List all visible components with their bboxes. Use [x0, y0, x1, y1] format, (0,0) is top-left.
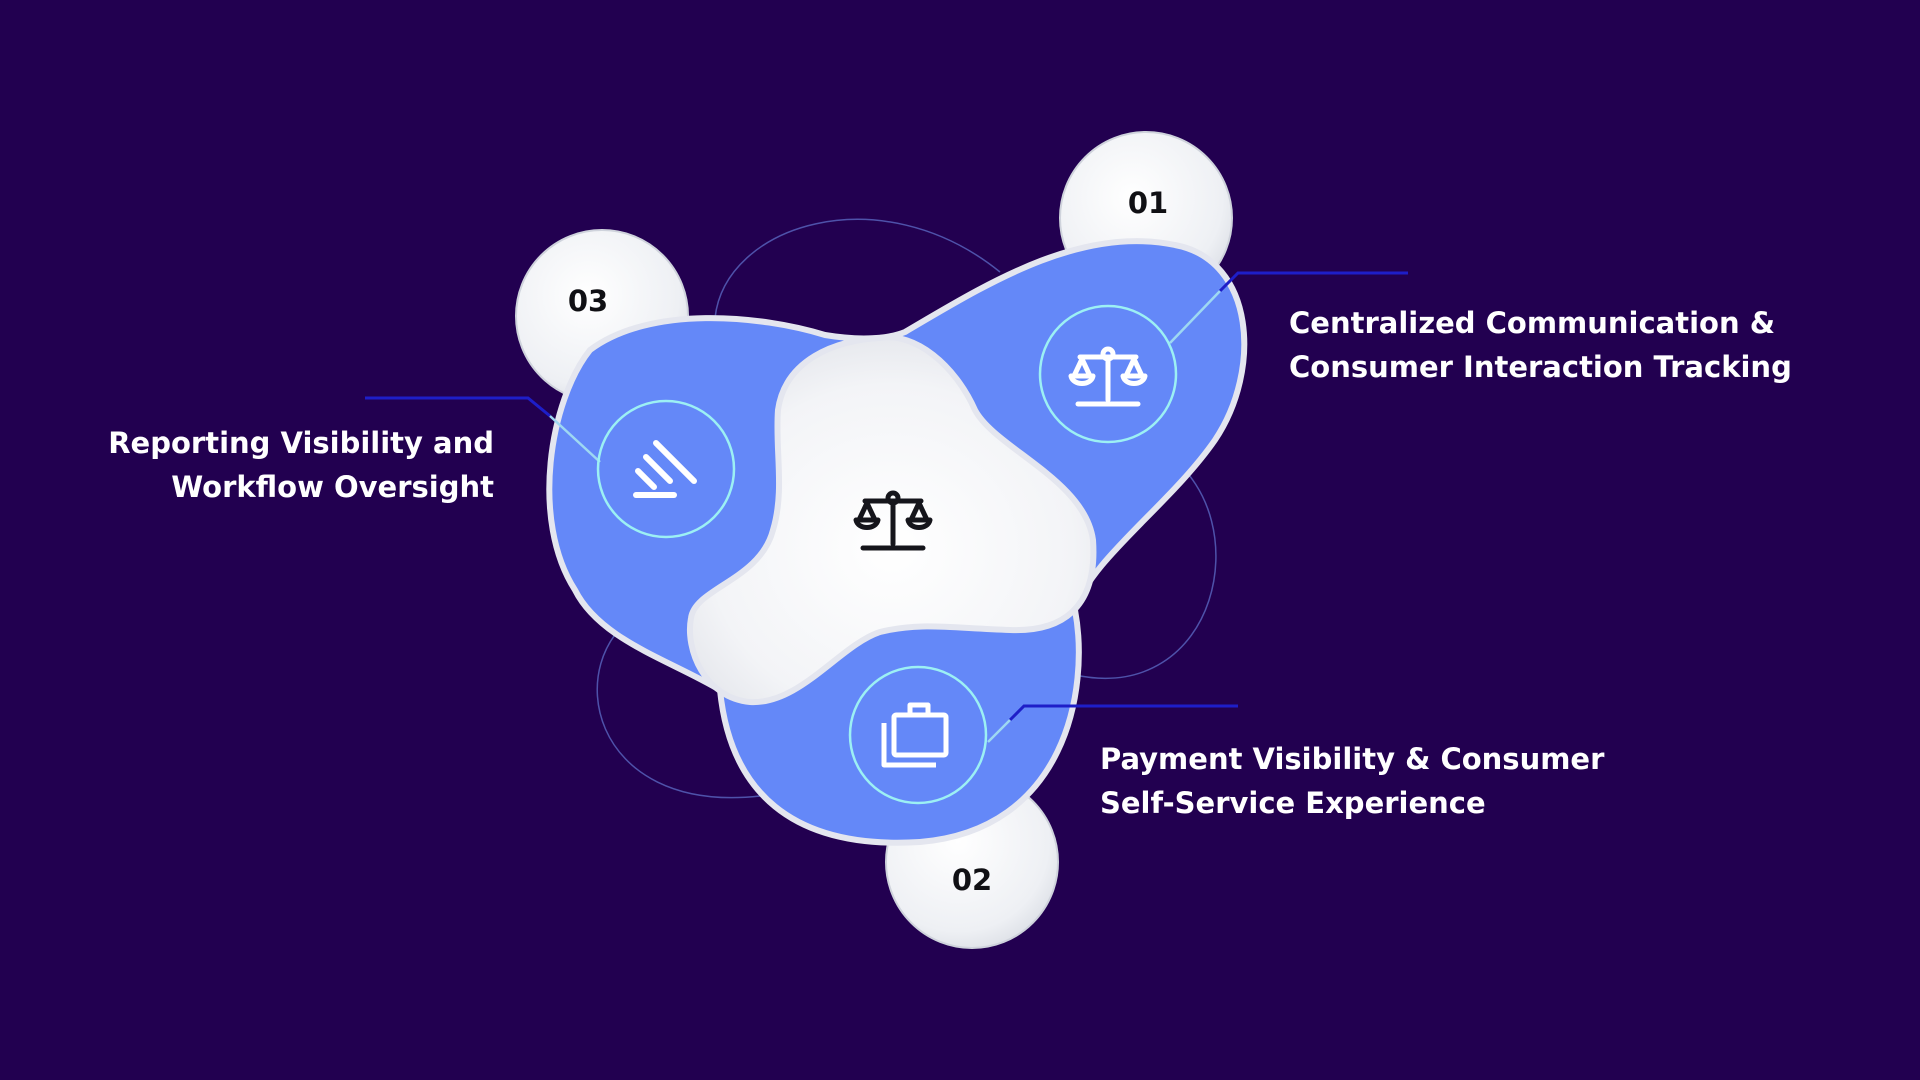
icon-ring-01 [1038, 304, 1178, 444]
feature-label-03-line2: Workflow Oversight [171, 470, 494, 504]
number-03: 03 [568, 284, 608, 318]
gavel-icon [633, 440, 697, 498]
number-02: 02 [952, 863, 992, 897]
feature-label-03: Reporting Visibility and Workflow Oversi… [108, 421, 494, 509]
feature-label-03-line1: Reporting Visibility and [108, 426, 494, 460]
connector-02 [987, 704, 1238, 743]
feature-label-01: Centralized Communication & Consumer Int… [1289, 301, 1792, 389]
feature-label-01-line2: Consumer Interaction Tracking [1289, 350, 1792, 384]
connector-01 [1169, 271, 1408, 344]
arc-top [714, 218, 1001, 319]
connector-03 [365, 396, 601, 463]
feature-label-01-line1: Centralized Communication & [1289, 306, 1776, 340]
icon-ring-03 [596, 399, 736, 539]
feature-label-02-line1: Payment Visibility & Consumer [1100, 742, 1605, 776]
feature-label-02: Payment Visibility & Consumer Self-Servi… [1100, 737, 1604, 825]
icon-ring-02 [848, 665, 988, 805]
number-01: 01 [1128, 186, 1168, 220]
briefcase-icon [881, 702, 949, 768]
center-scales-icon [853, 490, 933, 551]
arc-right [1074, 454, 1217, 679]
background-arcs [596, 218, 1217, 799]
arc-bottom-left [596, 611, 761, 799]
scales-icon [1068, 346, 1148, 407]
feature-label-02-line2: Self-Service Experience [1100, 786, 1486, 820]
